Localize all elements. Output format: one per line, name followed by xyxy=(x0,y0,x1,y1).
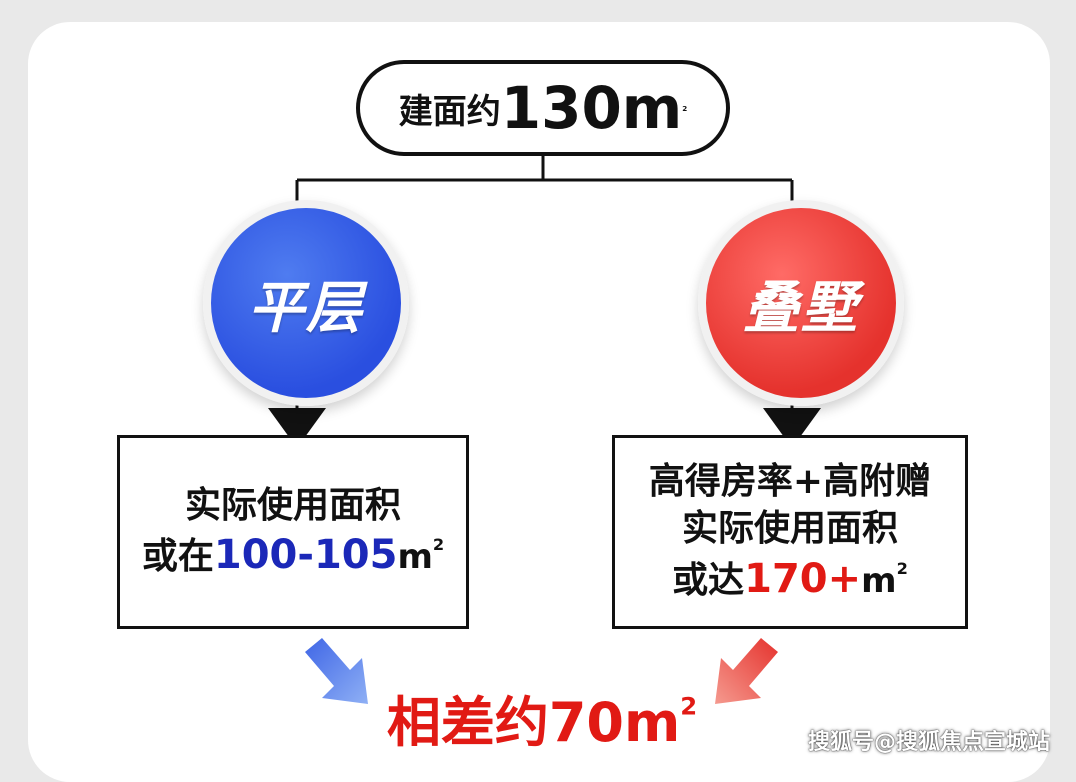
flat-circle-label: 平层 xyxy=(248,275,364,341)
total-area-sup: 2 xyxy=(682,103,688,113)
connector-lines xyxy=(268,156,821,704)
flat-area-line: 或在100-105m2 xyxy=(142,529,444,581)
left-down-arrow-icon xyxy=(268,408,326,448)
red-diagonal-arrow-icon xyxy=(715,638,778,704)
townhouse-area-prefix: 或达 xyxy=(672,559,745,601)
difference-label: 相差约70m2 xyxy=(372,678,712,757)
flat-info-box: 实际使用面积 或在100-105m2 xyxy=(117,435,469,629)
difference-text: 相差约70m xyxy=(386,691,681,754)
flat-area-value: 100-105 xyxy=(213,532,398,579)
townhouse-info-box: 高得房率+高附赠 实际使用面积 或达170+m2 xyxy=(612,435,968,629)
right-down-arrow-icon xyxy=(763,408,821,448)
townhouse-usable-area-label: 实际使用面积 xyxy=(681,508,898,549)
townhouse-area-unit: m xyxy=(861,560,897,601)
difference-sup: 2 xyxy=(680,691,698,721)
flat-circle: 平层 xyxy=(203,200,409,406)
blue-diagonal-arrow-icon xyxy=(305,638,368,704)
townhouse-circle-label: 叠墅 xyxy=(743,275,859,341)
flat-area-prefix: 或在 xyxy=(141,536,214,578)
flat-area-sup: 2 xyxy=(432,535,445,555)
total-area-value: 130m xyxy=(500,74,683,142)
watermark: 搜狐号@搜狐焦点宣城站 xyxy=(807,730,1050,755)
flat-area-unit: m xyxy=(397,537,433,578)
townhouse-feature-label: 高得房率+高附赠 xyxy=(648,461,932,503)
townhouse-area-line: 或达170+m2 xyxy=(672,553,908,605)
townhouse-circle: 叠墅 xyxy=(698,200,904,406)
townhouse-area-sup: 2 xyxy=(896,558,908,578)
townhouse-area-value: 170+ xyxy=(744,555,862,602)
total-area-label: 建面约 xyxy=(398,91,501,132)
flat-usable-area-label: 实际使用面积 xyxy=(184,484,401,526)
